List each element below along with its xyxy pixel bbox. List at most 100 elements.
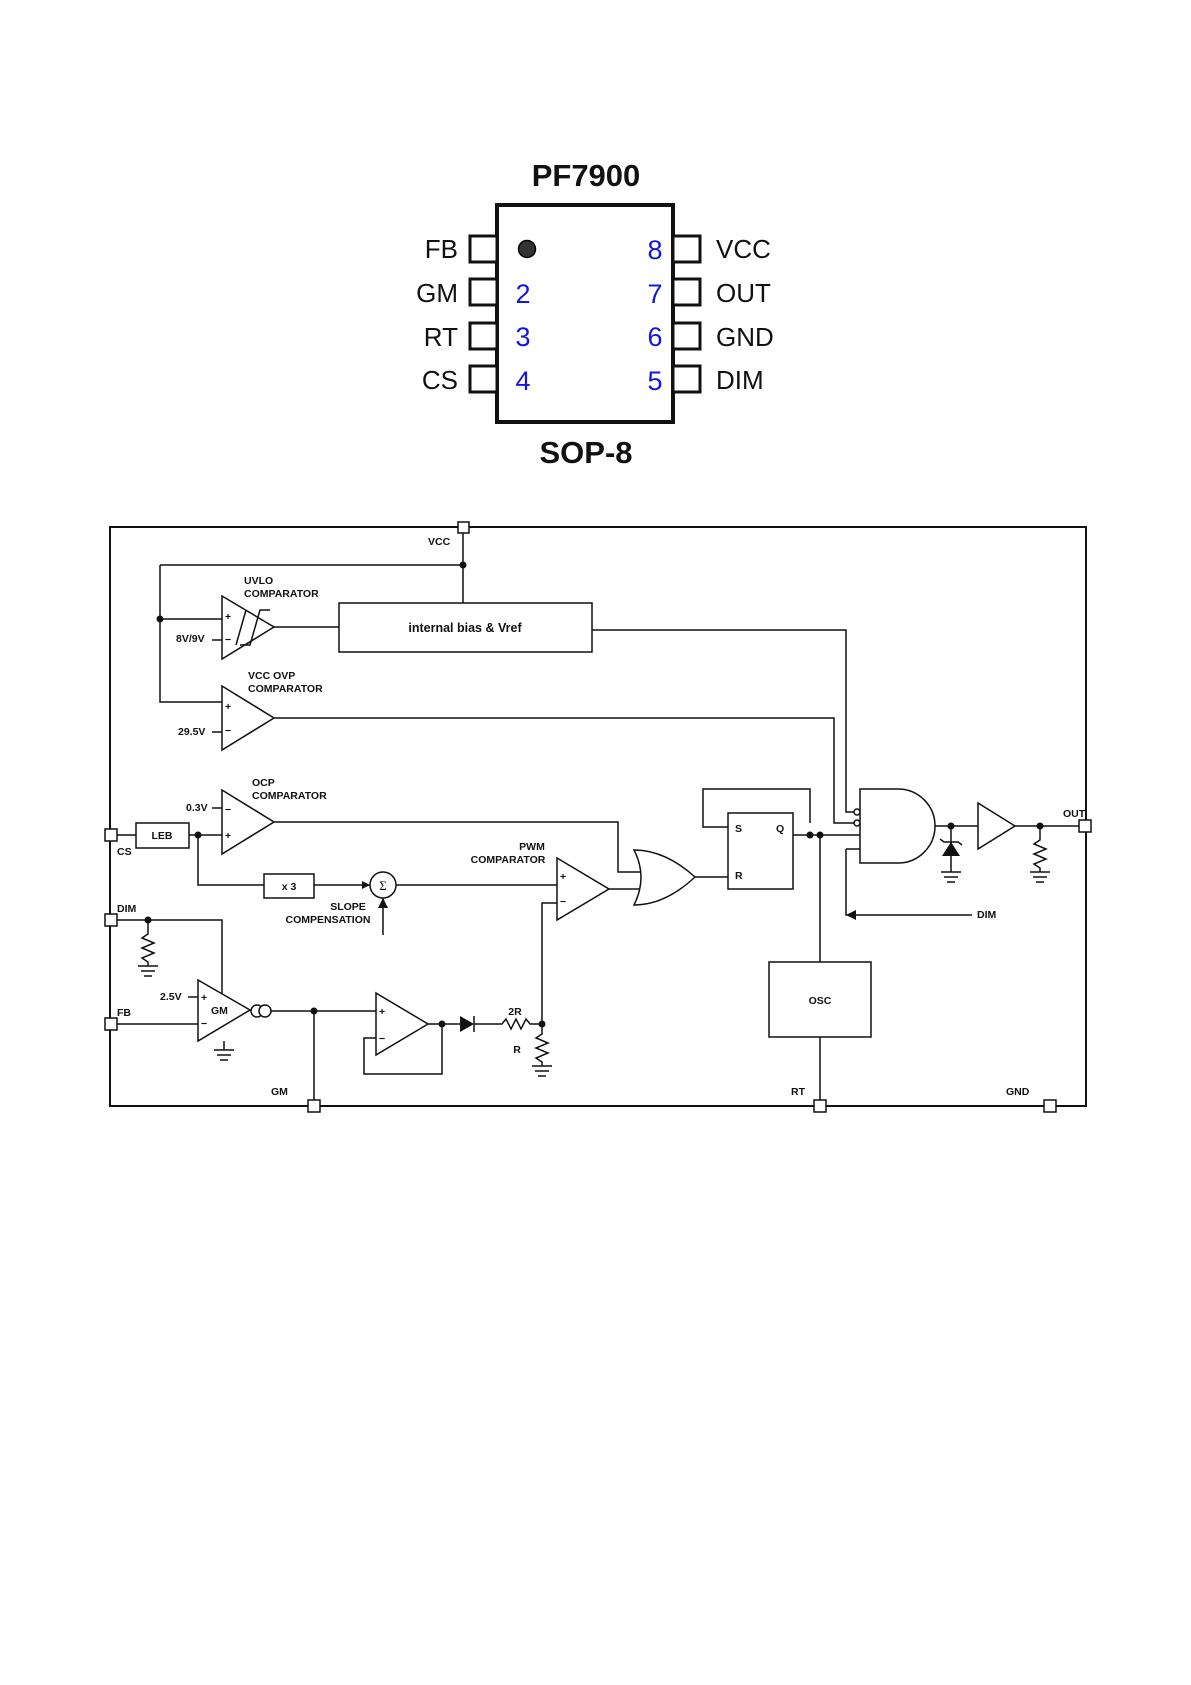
pin-name-out: OUT [716, 278, 771, 308]
cs-pin-label: CS [117, 846, 132, 858]
pin-stub-out [673, 279, 700, 305]
vcc-ovp-comparator: + − [222, 686, 274, 750]
resistor-r-icon [536, 1024, 548, 1066]
or-gate [634, 850, 695, 905]
junction-dot [807, 832, 814, 839]
ocp-minus-input: − [225, 804, 231, 816]
pwm-plus-input: + [560, 871, 566, 883]
pin-number-6: 6 [647, 322, 662, 352]
ocp-threshold-label: 0.3V [186, 802, 208, 814]
pin-number-5: 5 [647, 366, 662, 396]
pin-number-3: 3 [515, 322, 530, 352]
pin-square-fb [105, 1018, 117, 1030]
slope-compensation-label: COMPENSATION [286, 914, 371, 926]
pin-name-rt: RT [424, 322, 458, 352]
pin-stub-cs [470, 366, 497, 392]
fb-pin-label: FB [117, 1007, 131, 1019]
pin-stub-gnd [673, 323, 700, 349]
gm-pin-label: GM [271, 1086, 288, 1098]
pin-name-cs: CS [422, 365, 458, 395]
divider-to-pwm-wire [542, 903, 557, 1024]
uvlo-plus-input: + [225, 611, 231, 623]
ovp-threshold-label: 29.5V [178, 726, 205, 738]
inverter-bubble-icon [854, 809, 860, 815]
pin-number-8: 8 [647, 235, 662, 265]
pin-stub-dim [673, 366, 700, 392]
pwm-comparator-label: COMPARATOR [471, 854, 546, 866]
uvlo-comparator-label: COMPARATOR [244, 588, 319, 600]
ovp-minus-input: − [225, 725, 231, 737]
sigma-icon: Σ [379, 878, 387, 893]
junction-dot [460, 562, 467, 569]
ocp-to-or-wire [274, 822, 645, 872]
ground-icon [214, 1041, 234, 1060]
pin-stub-gm [470, 279, 497, 305]
gm-amplifier: + − GM [198, 980, 250, 1041]
internal-bias-label: internal bias & Vref [408, 621, 522, 635]
gm-minus-input: − [201, 1018, 207, 1030]
pin-number-4: 4 [515, 366, 530, 396]
pwm-minus-input: − [560, 896, 566, 908]
zener-diode-icon [942, 842, 960, 856]
uvlo-label: UVLO [244, 575, 273, 587]
junction-dot [439, 1021, 446, 1028]
uvlo-threshold-label: 8V/9V [176, 633, 205, 645]
latch-set-label: S [735, 823, 742, 835]
and-gate [860, 789, 935, 863]
pin-name-fb: FB [425, 234, 458, 264]
gnd-pin-label: GND [1006, 1086, 1030, 1098]
leb-label: LEB [152, 830, 173, 842]
pin-square-gnd [1044, 1100, 1056, 1112]
ground-icon [138, 966, 158, 976]
pin-square-vcc [458, 522, 469, 533]
resistor-2r-label: 2R [508, 1006, 522, 1018]
pin-number-7: 7 [647, 279, 662, 309]
resistor-2r-icon [474, 1016, 542, 1032]
pin-name-gm: GM [416, 278, 458, 308]
resistor-icon [142, 920, 154, 966]
uvlo-comparator: + − [222, 596, 274, 659]
output-buffer [978, 803, 1015, 849]
diode-icon [460, 1016, 474, 1032]
pin-square-cs [105, 829, 117, 841]
arrow-icon [846, 910, 856, 920]
pin-name-gnd: GND [716, 322, 774, 352]
ovp-to-and-wire [274, 718, 854, 823]
pin-name-vcc: VCC [716, 234, 771, 264]
resistor-icon [1034, 826, 1046, 872]
arrow-icon [378, 898, 388, 908]
opamp-minus-input: − [379, 1033, 385, 1045]
ground-icon [1030, 872, 1050, 882]
gm-amp-label: GM [211, 1005, 228, 1017]
arrow-icon [362, 881, 370, 889]
ocp-label: OCP [252, 777, 275, 789]
pin-square-out [1079, 820, 1091, 832]
package-name-title: SOP-8 [539, 435, 632, 470]
bias-to-and-wire [592, 630, 860, 812]
ocp-plus-input: + [225, 830, 231, 842]
buffer-opamp: + − [376, 993, 428, 1055]
ovp-label: VCC OVP [248, 670, 295, 682]
pin-stub-fb [470, 236, 497, 262]
gain-label: x 3 [282, 881, 297, 893]
pin-square-gm [308, 1100, 320, 1112]
resistor-r-label: R [513, 1044, 521, 1056]
pin-number-2: 2 [515, 279, 530, 309]
gm-reference-label: 2.5V [160, 991, 182, 1003]
pin-name-dim: DIM [716, 365, 764, 395]
uvlo-minus-input: − [225, 634, 231, 646]
slope-label: SLOPE [330, 901, 366, 913]
pin-square-dim [105, 914, 117, 926]
dim-input-label: DIM [977, 909, 997, 921]
latch-reset-label: R [735, 870, 743, 882]
part-number-title: PF7900 [532, 158, 641, 193]
gm-plus-input: + [201, 992, 207, 1004]
vcc-pin-label: VCC [428, 536, 451, 548]
out-pin-label: OUT [1063, 808, 1086, 820]
package-pinout: PF7900 FB GM RT CS 2 3 4 8 7 6 5 VCC OUT… [416, 158, 774, 470]
oscillator-label: OSC [809, 995, 832, 1007]
block-diagram: + − 8V/9V UVLO COMPARATOR internal bias … [105, 522, 1091, 1112]
junction-dot [157, 616, 164, 623]
rt-pin-label: RT [791, 1086, 806, 1098]
